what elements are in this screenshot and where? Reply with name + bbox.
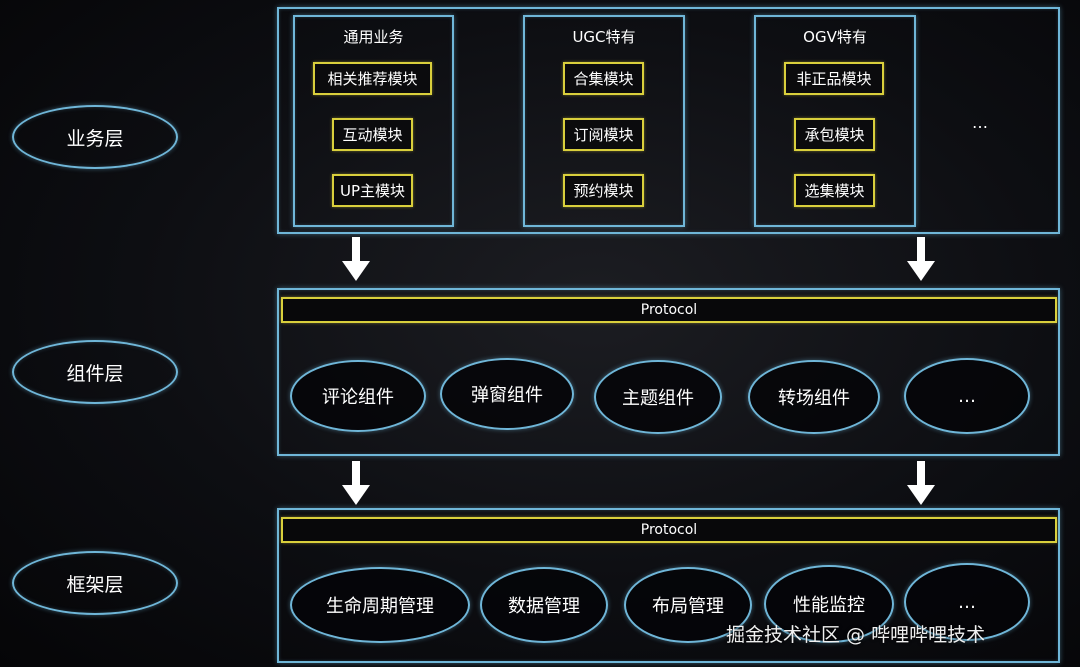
module-label: 相关推荐模块 — [327, 70, 418, 88]
framework-label: … — [958, 591, 976, 613]
framework-lifecycle: 生命周期管理 — [290, 567, 470, 643]
module-subscription: 订阅模块 — [563, 118, 644, 151]
component-layer-label: 组件层 — [12, 340, 178, 404]
business-layer-text: 业务层 — [66, 127, 124, 150]
component-transition: 转场组件 — [748, 360, 880, 434]
business-column-general-title: 通用业务 — [343, 28, 404, 46]
business-column-ogv: OGV特有 — [754, 15, 916, 227]
business-layer-label: 业务层 — [12, 105, 178, 169]
protocol-label: Protocol — [640, 302, 698, 318]
framework-layout: 布局管理 — [624, 567, 752, 643]
framework-label: 生命周期管理 — [326, 596, 434, 617]
watermark-text: 掘金技术社区 @ 哔哩哔哩技术 — [726, 624, 986, 646]
business-layer-frame — [277, 7, 1060, 234]
module-label: UP主模块 — [339, 182, 406, 200]
framework-more: … — [904, 563, 1030, 641]
module-label: 合集模块 — [573, 70, 634, 88]
module-up-owner: UP主模块 — [332, 174, 413, 207]
business-column-ogv-title: OGV特有 — [803, 28, 867, 46]
framework-label: 布局管理 — [652, 596, 724, 617]
component-label: 评论组件 — [322, 387, 394, 408]
framework-protocol-bar: Protocol — [281, 517, 1057, 543]
business-column-ugc-title: UGC特有 — [572, 28, 636, 46]
framework-label: 数据管理 — [508, 596, 580, 617]
component-layer-frame — [277, 288, 1060, 456]
business-column-ugc: UGC特有 — [523, 15, 685, 227]
module-label: 订阅模块 — [573, 126, 634, 144]
arrow-down-icon — [905, 237, 937, 283]
framework-performance: 性能监控 — [764, 565, 894, 643]
framework-data: 数据管理 — [480, 567, 608, 643]
module-label: 预约模块 — [573, 182, 634, 200]
business-more-ellipsis: … — [972, 113, 988, 132]
module-collection: 合集模块 — [563, 62, 644, 95]
module-related-recommend: 相关推荐模块 — [313, 62, 432, 95]
component-label: … — [958, 385, 976, 407]
module-reservation: 预约模块 — [563, 174, 644, 207]
component-label: 弹窗组件 — [471, 385, 543, 406]
framework-layer-text: 框架层 — [66, 573, 124, 596]
module-interaction: 互动模块 — [332, 118, 413, 151]
arrow-down-icon — [905, 461, 937, 507]
business-column-general: 通用业务 — [293, 15, 454, 227]
component-more: … — [904, 358, 1030, 434]
component-label: 主题组件 — [622, 388, 694, 409]
protocol-label: Protocol — [640, 522, 698, 538]
component-comment: 评论组件 — [290, 360, 426, 432]
module-non-genuine: 非正品模块 — [784, 62, 884, 95]
module-sponsorship: 承包模块 — [794, 118, 875, 151]
module-label: 非正品模块 — [796, 70, 872, 88]
arrow-down-icon — [340, 237, 372, 283]
module-label: 承包模块 — [804, 126, 865, 144]
component-popup: 弹窗组件 — [440, 358, 574, 430]
module-label: 互动模块 — [342, 126, 403, 144]
component-theme: 主题组件 — [594, 360, 722, 434]
module-label: 选集模块 — [804, 182, 865, 200]
framework-label: 性能监控 — [793, 595, 865, 616]
module-episode-select: 选集模块 — [794, 174, 875, 207]
component-layer-text: 组件层 — [66, 362, 124, 385]
component-label: 转场组件 — [778, 388, 850, 409]
framework-layer-label: 框架层 — [12, 551, 178, 615]
framework-layer-frame — [277, 508, 1060, 663]
component-protocol-bar: Protocol — [281, 297, 1057, 323]
arrow-down-icon — [340, 461, 372, 507]
